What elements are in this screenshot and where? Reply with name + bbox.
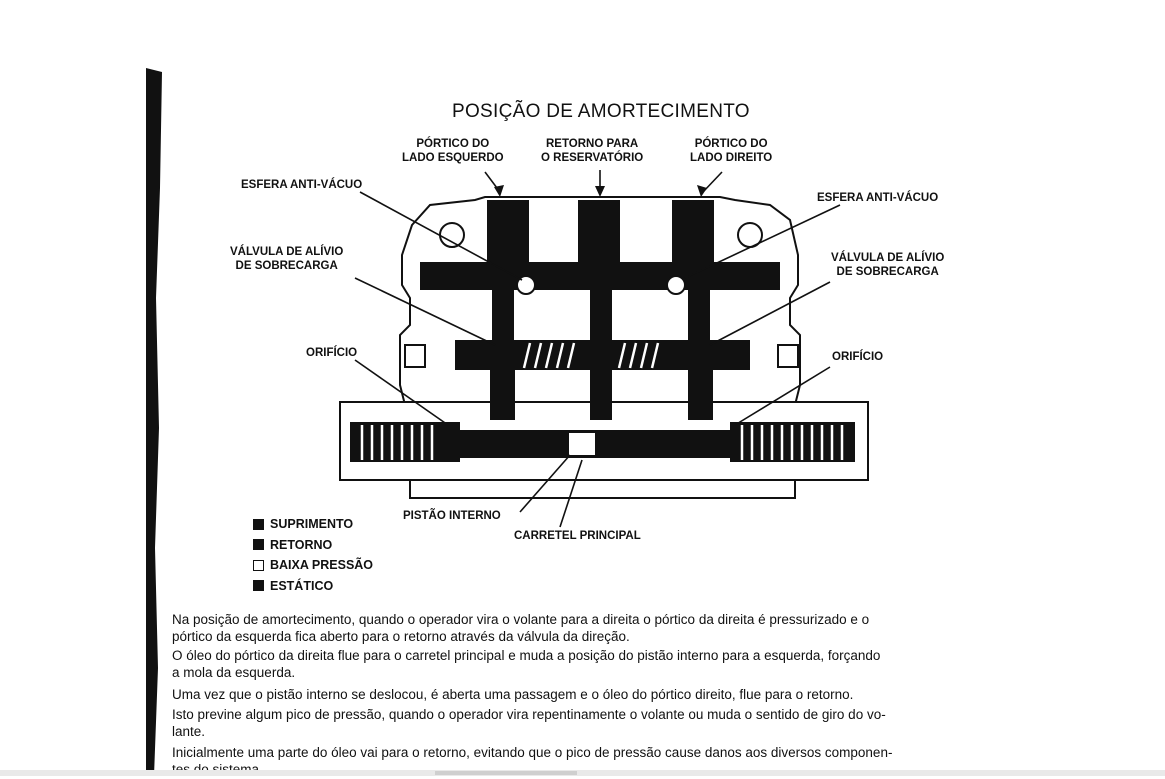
label-relief-valve-right: VÁLVULA DE ALÍVIO DE SOBRECARGA: [831, 252, 945, 278]
label-anti-vacuum-ball-right: ESFERA ANTI-VÁCUO: [817, 192, 939, 204]
text-line: O óleo do pórtico da direita flue para o…: [172, 648, 881, 663]
text-line: a mola da esquerda.: [172, 665, 296, 680]
label-anti-vacuum-ball-left: ESFERA ANTI-VÁCUO: [241, 179, 363, 191]
label-relief-valve-left: VÁLVULA DE ALÍVIO DE SOBRECARGA: [230, 246, 344, 272]
legend-swatch: [253, 580, 264, 592]
scrollbar-thumb[interactable]: [435, 771, 577, 775]
label-orifice-left: ORIFÍCIO: [306, 347, 358, 359]
label-orifice-right: ORIFÍCIO: [832, 351, 884, 363]
text-line: Inicialmente uma parte do óleo vai para …: [172, 745, 893, 760]
text-line: Isto previne algum pico de pressão, quan…: [172, 707, 886, 722]
legend-swatch: [253, 518, 264, 530]
text-line: pórtico da esquerda fica aberto para o r…: [172, 629, 630, 644]
legend: SUPRIMENTO RETORNO BAIXA PRESSÃO ESTÁTIC…: [253, 514, 373, 596]
text-line: Uma vez que o pistão interno se deslocou…: [172, 687, 854, 702]
label-inner-piston: PISTÃO INTERNO: [403, 510, 501, 522]
label-port-right: PÓRTICO DO LADO DIREITO: [690, 138, 773, 164]
legend-swatch: [253, 559, 264, 571]
legend-item-low-pressure: BAIXA PRESSÃO: [253, 555, 373, 576]
horizontal-scrollbar[interactable]: [0, 770, 1165, 776]
scan-edge-shadow: [146, 68, 162, 776]
legend-item-return: RETORNO: [253, 535, 373, 556]
diagram-title: POSIÇÃO DE AMORTECIMENTO: [452, 101, 750, 122]
legend-swatch: [253, 539, 264, 551]
legend-item-supply: SUPRIMENTO: [253, 514, 373, 535]
label-port-left: PÓRTICO DO LADO ESQUERDO: [402, 138, 504, 164]
label-main-spool: CARRETEL PRINCIPAL: [514, 530, 641, 542]
text-line: lante.: [172, 724, 206, 739]
label-return-reservoir: RETORNO PARA O RESERVATÓRIO: [541, 138, 644, 164]
legend-item-static: ESTÁTICO: [253, 576, 373, 597]
text-line: Na posição de amortecimento, quando o op…: [172, 612, 870, 627]
